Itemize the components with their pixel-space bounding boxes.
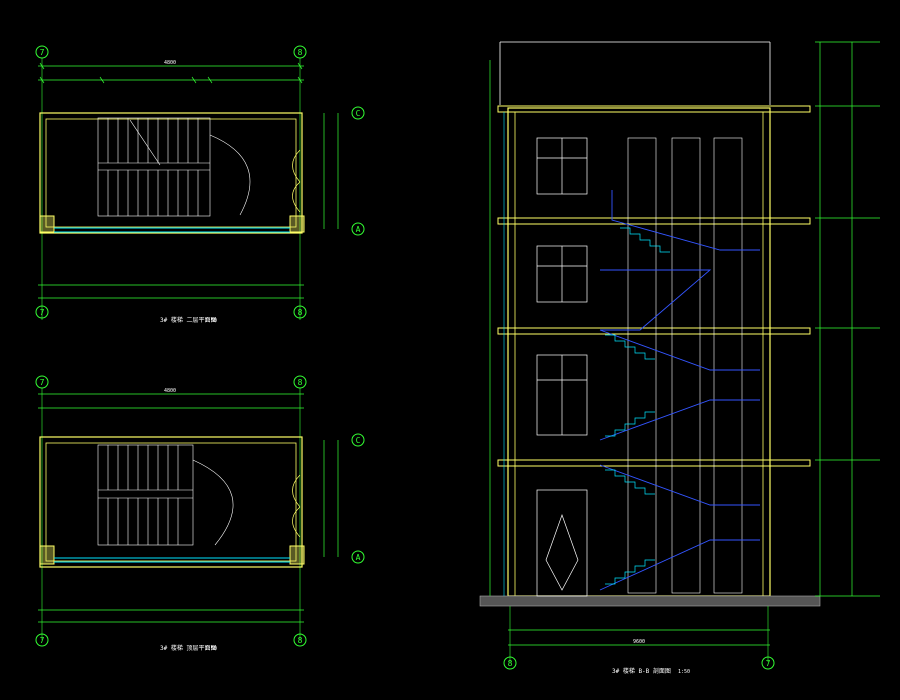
axis-bubble-top-left [35,375,49,389]
axis-label: C [356,109,361,118]
total-width-label: 4800 [164,388,176,394]
column [289,215,305,233]
axis-bubble-top-right [293,45,307,59]
section-caption: 3# 楼梯 B-B 剖面图 [612,667,671,675]
floor-slabs [497,105,811,467]
axis-bubble-bottom-left [503,656,517,670]
stair-flights-section [599,190,760,591]
axis-bubble-top-left [35,45,49,59]
axis-bubble-bottom-left [35,633,49,647]
axis-bubble-bottom-left [35,305,49,319]
total-width-label: 4800 [164,60,176,66]
axis-bubble-top-right [293,375,307,389]
stair-wall-outer [39,112,303,234]
axis-label: 8 [298,48,303,57]
axis-bubble-right-bottom [351,550,365,564]
door-swing [292,506,301,538]
stair-wall-inner [45,118,297,228]
stair-wall-outer [39,436,303,568]
axis-label: C [356,436,361,445]
column [289,545,305,565]
window-strip-bottom [54,227,290,233]
dimension-ticks [39,62,303,84]
axis-label: 7 [40,636,45,645]
plan-scale: 1:50 [205,646,217,652]
axis-label: 8 [298,308,303,317]
axis-bubble-bottom-right [293,305,307,319]
axis-label: 7 [40,378,45,387]
axis-label: 8 [298,636,303,645]
total-width-label: 9600 [633,639,645,645]
stair-flight-upper [97,117,211,217]
axis-bubble-right-top [351,106,365,120]
window-strip-bottom [54,557,290,563]
door-swing [292,474,301,508]
stair-plan-lower: 7 8 4800 C A [35,375,365,652]
plan-scale: 1:50 [205,318,217,324]
door-swing [292,181,301,213]
section-scale: 1:50 [678,669,690,675]
stair-section: 8 7 9600 3# 楼梯 B-B 剖面图 1:50 [479,41,880,675]
axis-bubble-right-top [351,433,365,447]
ground-hatch [479,595,821,607]
stair-flight-lower [97,444,194,546]
axis-label: A [356,225,361,234]
door-swing [292,149,301,183]
axis-label: 8 [298,378,303,387]
curtain-glazing [627,137,743,594]
column [39,215,55,233]
level-ticks [815,41,880,597]
axis-label: 7 [40,308,45,317]
stair-steps-section [605,227,670,585]
landing-arc [209,134,251,216]
axis-bubble-bottom-right [761,656,775,670]
column [39,545,55,565]
axis-label: 8 [508,659,513,668]
axis-bubble-bottom-right [293,633,307,647]
axis-bubble-right-bottom [351,222,365,236]
axis-label: 7 [766,659,771,668]
plan-caption: 3# 楼梯 二层平面图 [160,316,216,324]
plan-caption: 3# 楼梯 顶层平面图 [160,644,216,652]
section-windows [536,137,588,597]
axis-label: A [356,553,361,562]
landing-arc [192,459,234,546]
stair-plan-upper: 7 8 4800 [35,45,365,324]
axis-label: 7 [40,48,45,57]
